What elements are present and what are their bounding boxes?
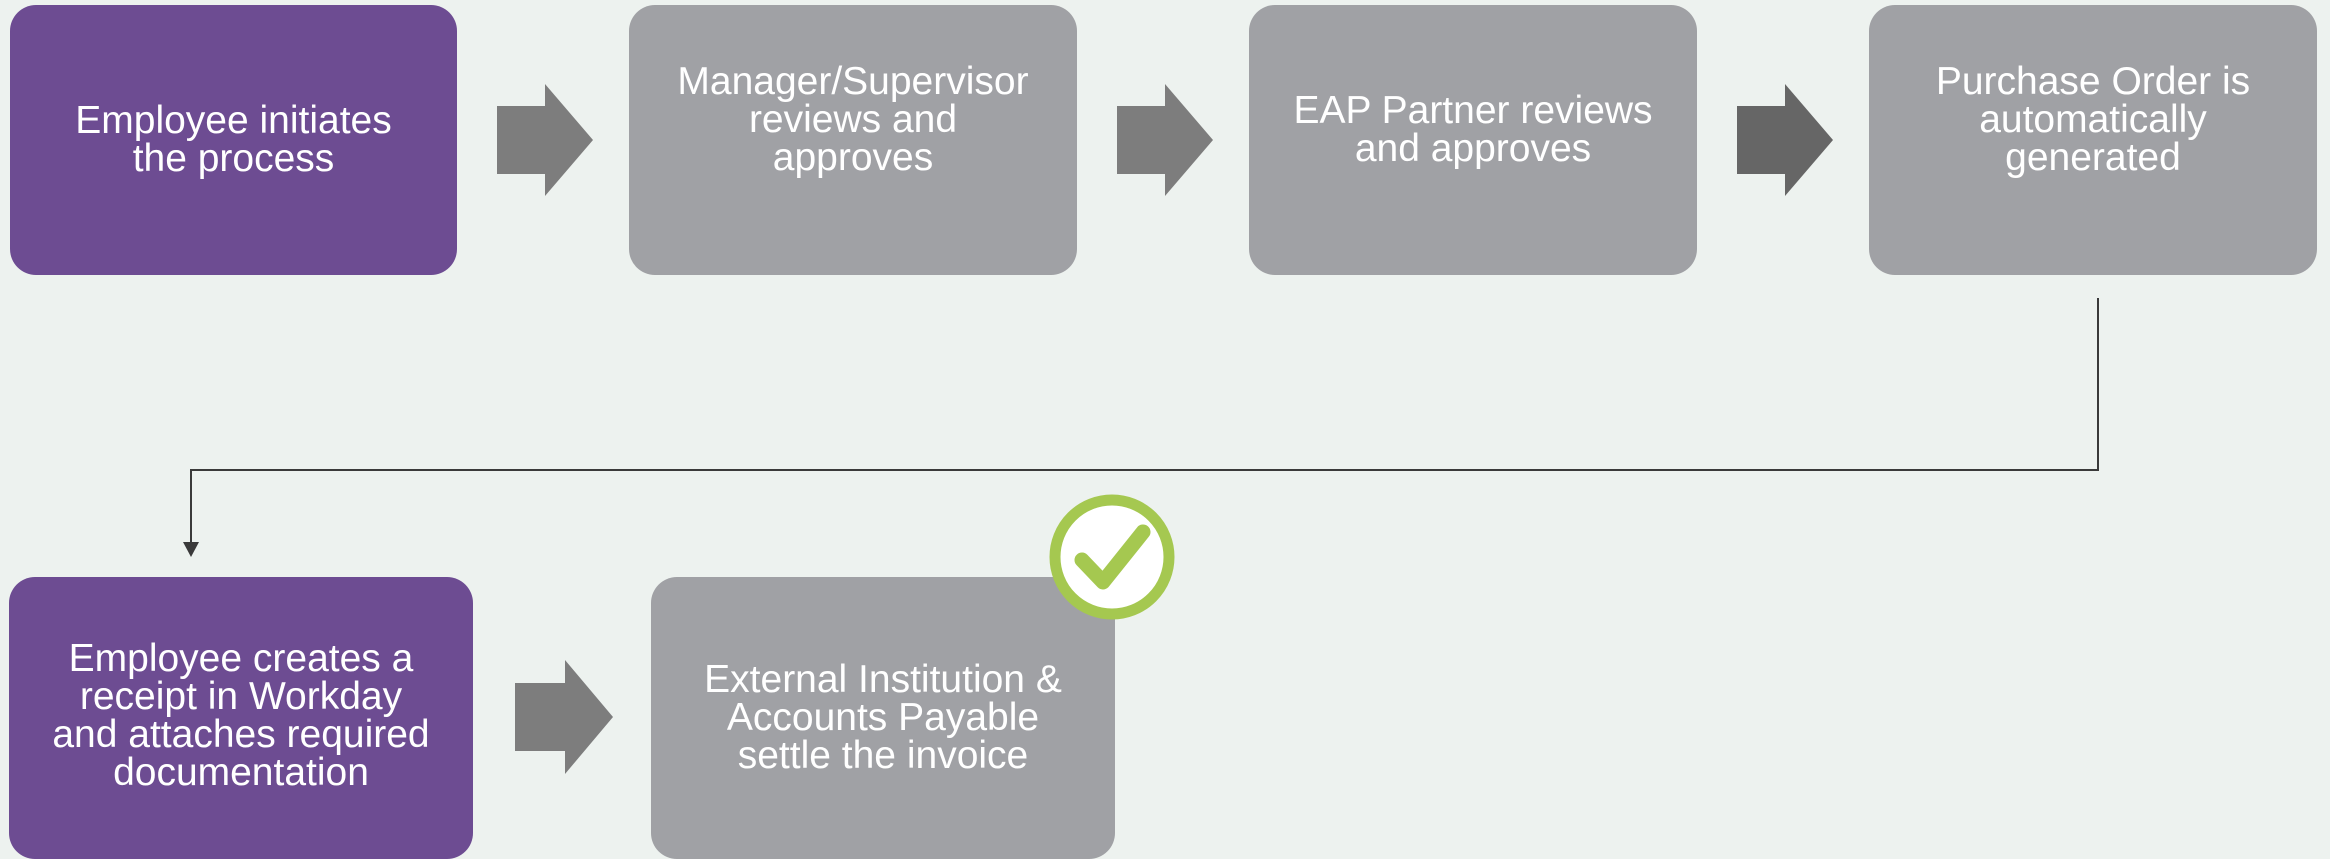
checkmark-icon [1049, 494, 1175, 620]
step-label: Employee initiates the process [75, 99, 392, 180]
flow-arrow-2 [1117, 84, 1213, 196]
step-label: EAP Partner reviews and approves [1293, 89, 1653, 170]
connector-arrowhead [183, 542, 199, 557]
step-employee-creates-receipt: Employee creates a receipt in Workday an… [9, 577, 473, 859]
step-employee-initiates: Employee initiates the process [10, 5, 457, 275]
step-manager-approves: Manager/Supervisor reviews and approves [629, 5, 1077, 275]
step-label: Manager/Supervisor reviews and approves [677, 60, 1029, 179]
flow-arrow-1 [497, 84, 593, 196]
step-eap-partner-approves: EAP Partner reviews and approves [1249, 5, 1697, 275]
step-label: Purchase Order is automatically generate… [1935, 60, 2251, 179]
step-label: External Institution & Accounts Payable … [704, 658, 1062, 777]
step-label: Employee creates a receipt in Workday an… [52, 636, 430, 794]
flow-arrow-4 [515, 660, 613, 774]
flow-arrow-3 [1737, 84, 1833, 196]
step-settle-invoice: External Institution & Accounts Payable … [651, 577, 1115, 859]
step-purchase-order-generated: Purchase Order is automatically generate… [1869, 5, 2317, 275]
